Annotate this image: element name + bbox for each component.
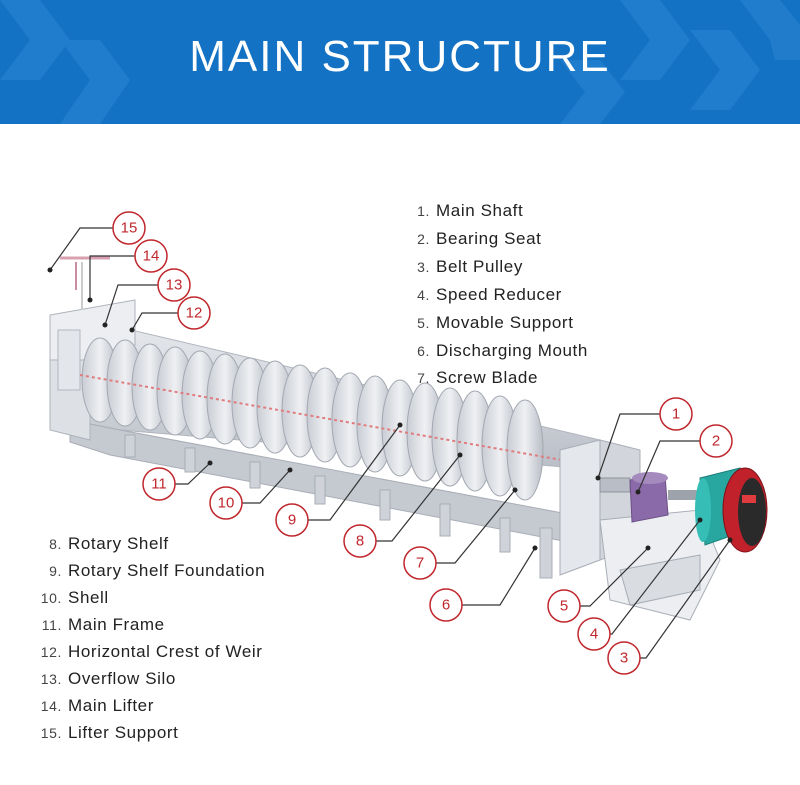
callout-7 <box>403 546 437 580</box>
legend-item: 4.Speed Reducer <box>417 285 562 304</box>
legend-item: 14.Main Lifter <box>40 696 154 715</box>
callout-12 <box>177 296 211 330</box>
legend-item: 7.Screw Blade <box>417 368 539 387</box>
header-banner: MAIN STRUCTURE <box>0 0 800 124</box>
main-lifter <box>60 256 110 310</box>
legend-item: 13.Overflow Silo <box>40 669 176 688</box>
legend-item: 5.Movable Support <box>417 313 574 332</box>
legend-item: 6.Discharging Mouth <box>417 341 588 360</box>
callout-4 <box>577 617 611 651</box>
callout-8-label: 8 <box>356 533 364 550</box>
callout-14-label: 14 <box>143 248 160 265</box>
legend-left: 8.Rotary Shelf 9.Rotary Shelf Foundation… <box>36 533 336 753</box>
speed-reducer <box>629 472 669 523</box>
callout-10 <box>209 486 243 520</box>
callout-1-label: 1 <box>672 406 680 423</box>
callout-1 <box>659 397 693 431</box>
callout-6 <box>429 588 463 622</box>
legend-item: 9.Rotary Shelf Foundation <box>49 561 266 580</box>
callout-8 <box>343 524 377 558</box>
callout-2 <box>699 424 733 458</box>
callout-3 <box>607 641 641 675</box>
legend-item: 1.Main Shaft <box>417 201 524 220</box>
bearing-seat-part <box>599 477 631 493</box>
callout-5 <box>547 589 581 623</box>
callout-4-label: 4 <box>590 626 598 643</box>
drive-shaft <box>668 490 708 500</box>
callout-3-label: 3 <box>620 650 628 667</box>
callout-15 <box>112 211 146 245</box>
screw-blades <box>81 337 544 501</box>
legend-right: 1.Main Shaft 2.Bearing Seat 3.Belt Pulle… <box>403 200 663 400</box>
callout-2-label: 2 <box>712 433 720 450</box>
belt-pulley <box>722 467 768 553</box>
callout-14 <box>134 239 168 273</box>
callout-10-label: 10 <box>218 495 235 512</box>
callout-13-label: 13 <box>166 277 183 294</box>
callout-5-label: 5 <box>560 598 568 615</box>
legend-item: 10.Shell <box>40 588 109 607</box>
chevron-pattern-icon <box>0 0 800 124</box>
callout-13 <box>157 268 191 302</box>
legend-item: 15.Lifter Support <box>40 723 179 742</box>
legend-item: 12.Horizontal Crest of Weir <box>40 642 263 661</box>
overflow-silo <box>49 299 136 441</box>
legend-item: 8.Rotary Shelf <box>49 534 169 553</box>
leader-dots <box>47 267 733 551</box>
main-shaft <box>79 374 591 466</box>
callout-9-label: 9 <box>288 512 296 529</box>
legend-item: 2.Bearing Seat <box>417 229 542 248</box>
callout-12-label: 12 <box>186 305 203 322</box>
spiral-classifier-diagram: 15 14 13 12 1 2 3 4 5 6 7 8 9 10 11 <box>47 211 768 675</box>
main-frame <box>124 434 553 579</box>
legend-item: 11.Main Frame <box>41 615 165 634</box>
callout-11 <box>142 467 176 501</box>
callout-7-label: 7 <box>416 555 424 572</box>
callout-11-label: 11 <box>151 476 167 493</box>
callout-15-label: 15 <box>121 220 138 237</box>
page-title: MAIN STRUCTURE <box>189 32 611 81</box>
callout-9 <box>275 503 309 537</box>
legend-item: 3.Belt Pulley <box>417 257 523 276</box>
movable-support <box>599 509 721 621</box>
callout-6-label: 6 <box>442 597 450 614</box>
